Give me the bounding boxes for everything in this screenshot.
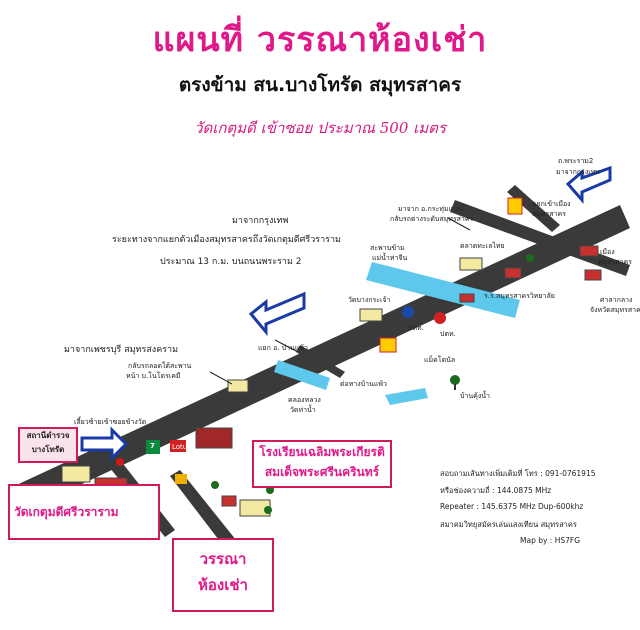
label-city-junction-1: แยกเข้าเมือง xyxy=(532,200,571,208)
contact-line-2: หรือช่องความถี่ : 144.0875 MHz xyxy=(440,486,552,495)
label-bangkrajao: วัดบางกระเจ้า xyxy=(348,296,391,304)
label-junction-ban: แยก อ. บ้านแพ้ว xyxy=(258,344,308,352)
city-sign-icon xyxy=(507,197,523,215)
canal-1 xyxy=(274,360,330,390)
label-distance-1: ระยะทางจากแยกตัวเมืองสมุทรสาครถึงวัดเกตุ… xyxy=(112,235,341,245)
label-canal-2: วัดท่าน้ำ xyxy=(290,406,316,414)
lotus-icon xyxy=(170,440,186,452)
mcdonald-icon xyxy=(379,337,397,353)
label-from-bangkok-top: มาจากกรุงเทพ xyxy=(232,216,289,226)
label-city-gate-1: เมือง xyxy=(600,248,615,256)
label-rama2-top: ถ.พระราม2 xyxy=(558,157,594,165)
label-hospital: ร.ร.สมุทรสาครวิทยาลัย xyxy=(484,292,555,300)
police-line-2: บางโทรัด xyxy=(31,445,65,454)
label-from-bangkok-right: มาจากกรุงเทพ xyxy=(556,168,600,176)
label-bridge-2: แม่น้ำท่าจีน xyxy=(372,254,408,262)
label-lotus: Lotus xyxy=(172,443,191,451)
label-bridge: สะพานข้าม xyxy=(370,244,405,252)
label-court-2: จังหวัดสมุทรสาคร xyxy=(590,306,640,314)
wanna-line-1: วรรณา xyxy=(199,550,247,568)
road-samutsakhon xyxy=(450,200,630,276)
label-court-1: ศาลากลาง xyxy=(600,296,633,304)
arrow-from-petchaburi-icon xyxy=(248,291,306,337)
label-ptt-2: ปตท. xyxy=(440,330,456,338)
seven-eleven-icon xyxy=(146,440,160,454)
map-direction: วัดเกตุมดี เข้าซอย ประมาณ 500 เมตร xyxy=(194,119,446,137)
label-uturn-2: หน้า บ.โนโตรเคมี xyxy=(126,372,181,380)
map-subtitle: ตรงข้าม สน.บางโทรัด สมุทรสาคร xyxy=(178,74,462,96)
canal-2 xyxy=(385,388,428,405)
label-city-gate-2: สมุทรสาคร xyxy=(598,258,632,266)
label-to-banphaeo: ต่อทางบ้านแพ้ว xyxy=(340,380,387,388)
river-thachin xyxy=(366,262,520,318)
contact-line-3: Repeater : 145.6375 MHz Dup-600khz xyxy=(440,502,584,511)
contact-line-1: สอบถามเส้นทางเพิ่มเติมที่ โทร : 091-0761… xyxy=(440,469,596,478)
label-city-junction-2: สมุทรสาคร xyxy=(532,210,566,218)
label-turn-left: เลี้ยวซ้ายเข้าซอยข้างวัด xyxy=(74,418,147,426)
label-ptt-1: ปตท. xyxy=(408,324,424,332)
police-line-1: สถานีตำรวจ xyxy=(26,431,70,440)
road-wanna xyxy=(170,470,240,552)
label-ban-kum: บ้านคุ้งน้ำ xyxy=(460,392,490,400)
ptt-icon xyxy=(402,306,414,318)
school-line-1: โรงเรียนเฉลิมพระเกียรติ xyxy=(259,445,385,459)
road-junction xyxy=(296,345,345,378)
label-uturn: กลับรถลอดใต้สะพาน xyxy=(128,362,192,370)
temple-box: วัดเกตุมดีศรีวราราม xyxy=(8,484,160,540)
road-city xyxy=(507,185,560,232)
police-station-box: สถานีตำรวจ บางโทรัด xyxy=(18,427,78,463)
school-box: โรงเรียนเฉลิมพระเกียรติ สมเด็จพระศรีนคริ… xyxy=(252,440,392,488)
wanna-box: วรรณา ห้องเช่า xyxy=(172,538,274,612)
label-mcdonald: แม็คโดนัล xyxy=(424,356,456,364)
label-from-petchaburi: มาจากเพชรบุรี สมุทรสงคราม xyxy=(64,345,179,355)
turn-dot xyxy=(116,458,124,466)
map-title: แผนที่ วรรณาห้องเช่า xyxy=(152,20,488,60)
arrow-from-bangkok-icon xyxy=(565,165,612,204)
label-market: ตลาดทะเลไทย xyxy=(460,242,505,250)
pointer-lines xyxy=(209,217,471,385)
shell-icon xyxy=(175,474,187,484)
contact-line-5: Map by : HS7FG xyxy=(520,536,581,545)
label-seven: 7 xyxy=(150,442,155,450)
label-distance-2: ประมาณ 13 ก.ม. บนถนนพระราม 2 xyxy=(160,257,302,267)
label-from-krathum-2: กลับรถต่างระดับสมุทรสาคร xyxy=(390,215,474,223)
arrow-turn-left-icon xyxy=(80,426,129,462)
label-from-krathum-1: มาจาก อ.กระทุ่มแบน xyxy=(398,205,463,213)
ptt-icon-2 xyxy=(434,312,446,324)
temple-label: วัดเกตุมดีศรีวราราม xyxy=(14,505,119,519)
contact-line-4: สมาคมวิทยุสมัครเล่นแสงเทียน สมุทรสาคร xyxy=(440,520,577,529)
school-line-2: สมเด็จพระศรีนครินทร์ xyxy=(264,465,380,479)
label-canal: คลองหลวง xyxy=(288,396,321,404)
wanna-line-2: ห้องเช่า xyxy=(198,576,248,594)
